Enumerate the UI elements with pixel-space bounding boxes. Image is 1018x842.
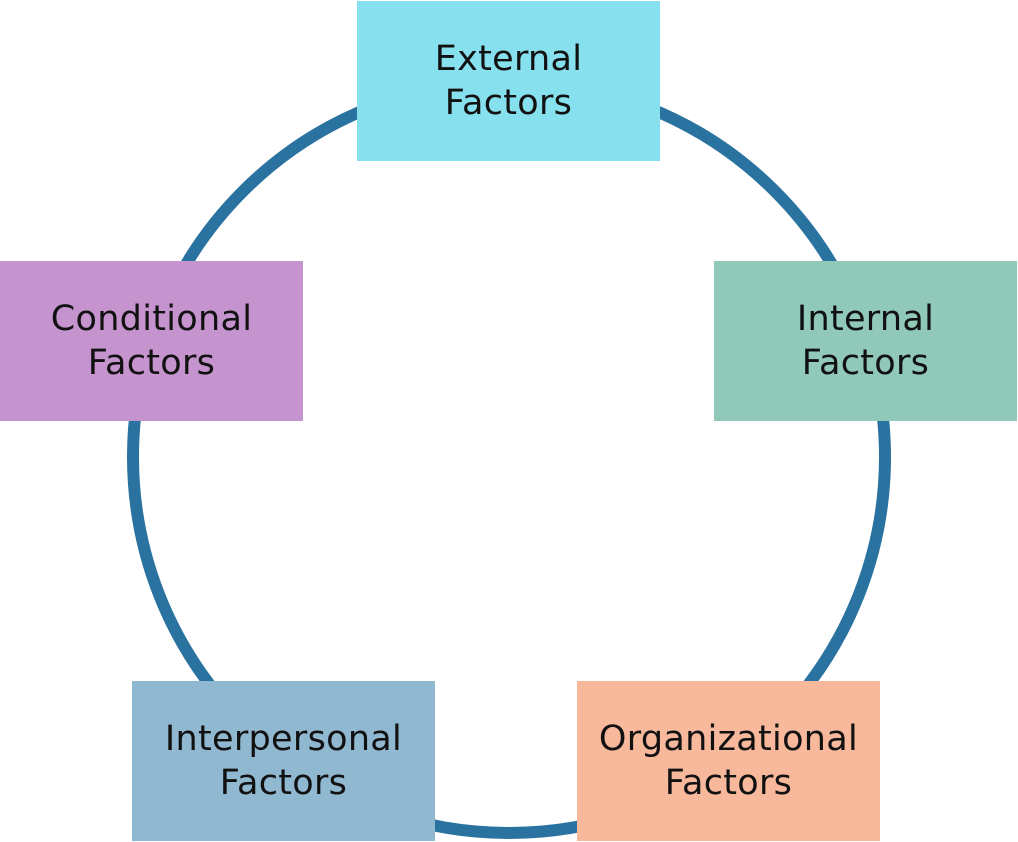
conditional-factors-label-line2: Factors <box>87 343 216 383</box>
internal-factors-box: Internal Factors <box>714 261 1017 421</box>
interpersonal-factors-label-line2: Factors <box>219 763 348 803</box>
organizational-factors-box: Organizational Factors <box>577 681 880 841</box>
interpersonal-factors-box: Interpersonal Factors <box>132 681 435 841</box>
internal-factors-label-line2: Factors <box>801 343 930 383</box>
conditional-factors-box: Conditional Factors <box>0 261 303 421</box>
external-factors-label-line2: Factors <box>444 83 573 123</box>
conditional-factors-label-line1: Conditional <box>50 299 253 339</box>
interpersonal-factors-label-line1: Interpersonal <box>164 719 403 759</box>
internal-factors-label-line1: Internal <box>796 299 935 339</box>
organizational-factors-label-line2: Factors <box>664 763 793 803</box>
organizational-factors-label-line1: Organizational <box>598 719 859 759</box>
external-factors-box: External Factors <box>357 1 660 161</box>
external-factors-label-line1: External <box>434 39 583 79</box>
